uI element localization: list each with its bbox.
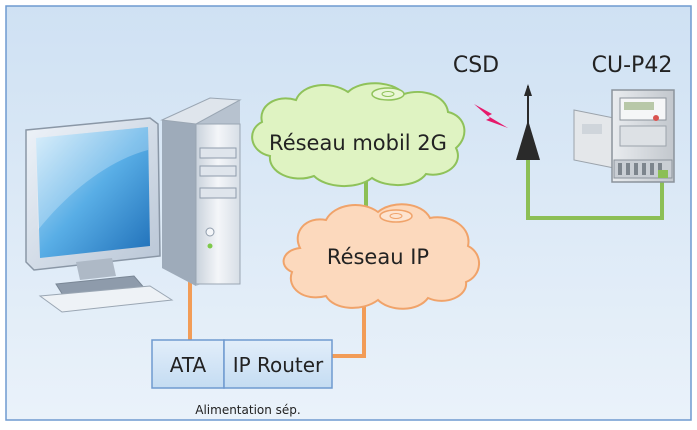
ata-label: ATA (170, 353, 207, 377)
power-label: Alimentation sép. (195, 403, 300, 417)
meter-label: CU-P42 (592, 53, 673, 78)
desktop-computer-icon (25, 97, 242, 313)
electricity-meter-icon (573, 89, 675, 183)
ip-router-box: IP Router (223, 339, 333, 389)
link-router-ip-cloud (332, 288, 366, 358)
antenna-icon (516, 84, 540, 160)
link-antenna-meter (526, 158, 664, 220)
csd-label: CSD (453, 53, 499, 78)
cloud-mobile-label: Réseau mobil 2G (269, 131, 447, 155)
lightning-signal-icon (474, 104, 508, 128)
cloud-ip-label: Réseau IP (327, 245, 429, 269)
ata-box: ATA (151, 339, 225, 389)
ip-router-label: IP Router (233, 353, 324, 377)
mobile-network-cloud: Réseau mobil 2G (251, 82, 466, 188)
ip-network-cloud: Réseau IP (282, 203, 480, 310)
